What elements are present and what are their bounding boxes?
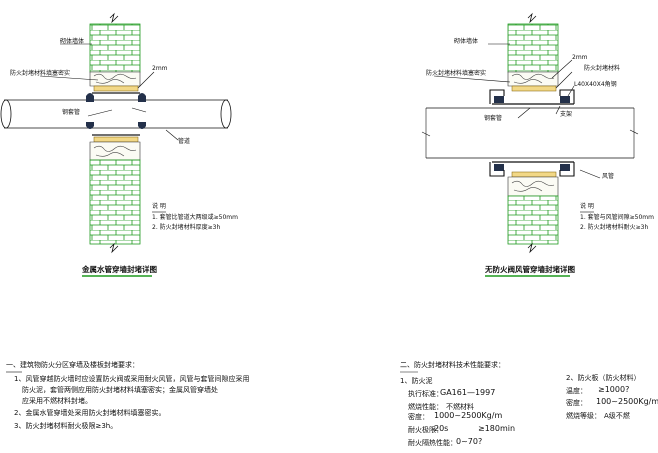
left-sealant-lower [93,136,139,143]
right-detail-title: 无防火阀风管穿墙封堵详图 [485,265,575,274]
left-sleeve-label: 钢套管 [62,109,81,116]
left-fill-lower [89,141,141,161]
spec-ratio-value: 0~70? [456,437,483,446]
left-wall-lower [89,159,141,245]
right-wall-lower [507,195,559,245]
right-sealant-left-label: 防火封堵材料填塞密实 [426,70,487,77]
right-wall-upper [507,23,559,73]
right-note-title: 说 明 [580,203,594,210]
left-note-title: 说 明 [152,203,166,210]
requirements-heading: 一、建筑物防火分区穿墙及楼板封堵要求： [6,361,139,369]
right-angle-label: L40X40X4角钢 [574,81,617,88]
left-break-mark [109,12,119,24]
left-pipe-label: 管道 [178,138,191,145]
spec-time-value-b: ≥180min [478,424,516,433]
spec-density-label: 密度： [408,413,429,421]
left-sealant-upper [93,85,139,92]
right-support-label: 支架 [560,111,573,118]
spec-grade-value: A级不燃 [604,412,630,420]
left-pipe [0,99,232,129]
left-note-1: 1. 套管比管道大两级或≥50mm [152,214,238,221]
right-sleeve-label: 钢套管 [484,115,503,122]
left-detail [0,12,232,277]
requirement-2: 2、金属水管穿墙处采用防火封堵材料填塞密实。 [14,409,166,417]
spec-ratio-label: 耐火隔热性能： [408,439,457,447]
spec-std-label: 执行标准： [408,390,443,398]
left-wall-label: 砌体墙体 [60,38,85,45]
spec-temp-value: ≥1000? [598,385,630,394]
right-note-1: 1. 套管与风管间隙≥50mm [580,214,654,221]
spec-temp-label: 温度： [566,387,587,395]
right-gap-label: 2mm [572,54,588,61]
right-sealant-top-label: 防火封堵材料 [584,65,621,72]
spec-grade-label: 燃烧等级： [566,412,601,420]
requirement-1c: 应采用不燃材料封堵。 [22,397,92,405]
left-sealant-label: 防火封堵材料填塞密实 [10,70,71,77]
requirement-1a: 1、风管穿越防火墙时应设置防火阀或采用耐火风管，风管与套管间隙应采用 [14,375,250,383]
left-gap-label: 2mm [152,65,168,72]
right-fill-lower [507,176,559,197]
right-wall-label: 砌体墙体 [454,38,479,45]
spec-flam-value: 不燃材料 [446,403,474,411]
spec-col2-title: 2、防火板（防火材料） [566,374,641,382]
spec-density2-label: 密度： [566,399,587,407]
requirement-1b: 防火泥，套管两侧应用防火封堵材料填塞密实；金属风管穿墙处 [22,386,218,394]
spec-time-label: 耐火极限： [408,426,443,434]
right-detail [421,12,639,277]
spec-time-value-a: 20s [434,424,449,433]
spec-std-value: GA161—1997 [440,388,496,397]
requirement-3: 3、防火封堵材料耐火极限≥3h。 [14,422,118,430]
right-note-2: 2. 防火封堵材料耐火≥3h [580,224,649,231]
left-note-2: 2. 防火封堵材料厚度≥3h [152,224,221,231]
spec-density-value: 1000~2500Kg/m [434,411,503,420]
spec-density2-value: 100~2500Kg/m [596,397,658,406]
spec-col1-title: 1、防火泥 [400,377,433,385]
spec-heading: 二、防火封堵材料技术性能要求： [400,361,505,369]
left-detail-title: 金属水管穿墙封堵详图 [82,265,157,274]
spec-flam-label: 燃烧性能： [408,403,443,411]
left-wall-upper [89,23,141,73]
right-duct [421,107,639,159]
right-duct-label: 风管 [602,173,615,180]
